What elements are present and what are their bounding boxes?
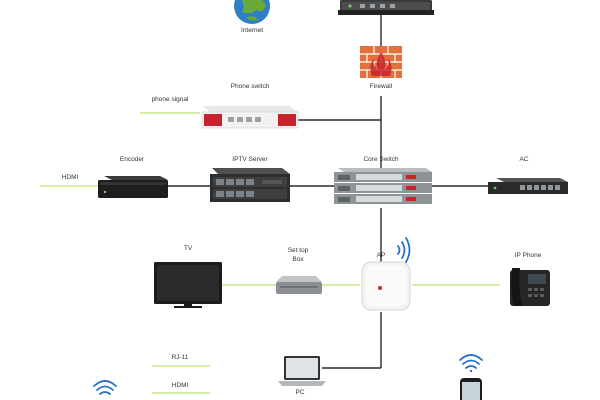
internet-label: Internet (240, 27, 264, 34)
globe-icon (234, 0, 270, 24)
tv-icon (154, 262, 222, 308)
ip-phone-label: IP Phone (514, 252, 542, 259)
hdmi-bottom-label: HDMI (171, 382, 189, 389)
router-icon (338, 0, 434, 15)
ap-label: AP (376, 252, 386, 259)
core-switch-label: Core Switch (363, 156, 399, 163)
pc-label: PC (295, 389, 305, 396)
encoder-label: Encoder (119, 156, 145, 163)
server-icon (210, 168, 290, 202)
phone-switch-label: Phone switch (230, 83, 270, 90)
iptv-server-label: IPTV Server (232, 156, 268, 163)
smartphone-icon (460, 378, 482, 400)
set-top-box-label: Set top Box (287, 247, 309, 263)
wifi-icon (459, 354, 483, 373)
access-point-icon (361, 261, 411, 311)
firewall-label: Firewall (369, 83, 393, 90)
wifi-icon (397, 237, 411, 263)
controller-icon (488, 178, 568, 194)
cable-lines (168, 14, 488, 369)
set-top-box-icon (276, 276, 322, 294)
firewall-icon (360, 46, 402, 78)
ip-phone-icon (510, 268, 550, 306)
encoder-icon (98, 176, 168, 198)
laptop-icon (278, 356, 326, 386)
hdmi-top-label: HDMI (61, 174, 79, 181)
switch-stack-icon (334, 168, 432, 204)
ac-label: AC (519, 156, 529, 163)
wifi-icon (93, 380, 117, 395)
tv-label: TV (183, 245, 193, 252)
signal-lines (40, 112, 500, 394)
phone-signal-label: phone signal (151, 96, 189, 103)
rj11-label: RJ-11 (171, 354, 189, 361)
phone-switch-icon (201, 106, 299, 129)
